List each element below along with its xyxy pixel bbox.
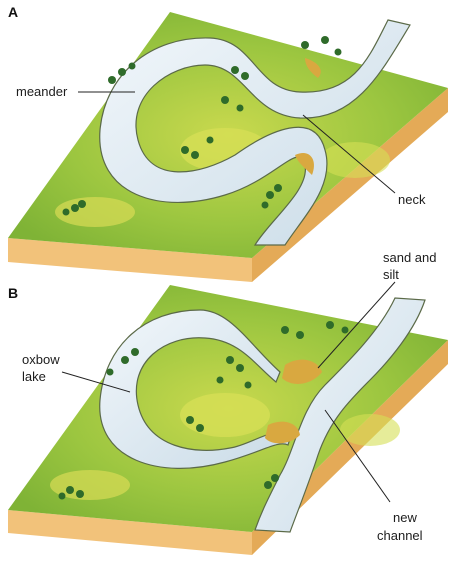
lake-label: lake	[22, 369, 46, 384]
oxbow-label: oxbow	[22, 352, 60, 367]
neck-leader	[302, 114, 396, 194]
sand-silt-deposit-top	[282, 359, 322, 384]
block-a	[8, 12, 448, 282]
meander-label: meander	[16, 84, 68, 99]
panel-b-letter: B	[8, 285, 19, 301]
block-a-front-face	[8, 238, 252, 282]
new-label: new	[393, 510, 417, 525]
block-b-front-face	[8, 510, 252, 555]
new-channel-leader	[324, 409, 391, 503]
sand-label: sand and	[383, 250, 437, 265]
leader-lines	[61, 91, 396, 503]
river-a	[99, 19, 411, 246]
block-b	[8, 285, 448, 555]
sand-silt-deposit-bottom	[265, 421, 300, 444]
sand-silt-leader	[317, 281, 396, 369]
neck-label: neck	[398, 192, 426, 207]
channel-label: channel	[377, 528, 423, 543]
silt-label: silt	[383, 267, 399, 282]
panel-a-letter: A	[8, 4, 19, 20]
oxbow-lake	[99, 309, 293, 469]
trees	[58, 36, 349, 500]
oxbow-leader	[61, 371, 131, 393]
block-a-right-face	[252, 88, 448, 282]
new-channel	[254, 297, 426, 533]
